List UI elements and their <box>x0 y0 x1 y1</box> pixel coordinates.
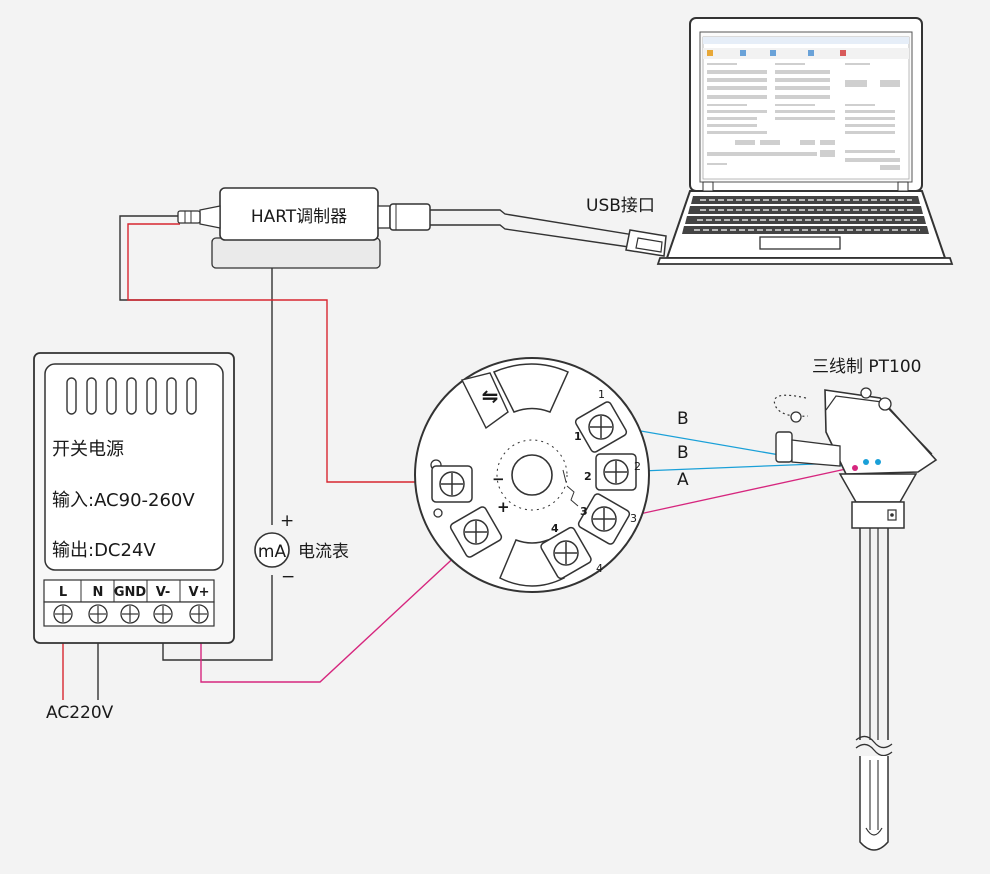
wire-v-plus-to-transmitter <box>200 537 476 683</box>
ammeter-minus: − <box>281 567 295 587</box>
usb-cable <box>430 209 641 249</box>
ammeter: mA + − 电流表 <box>254 511 349 587</box>
terminal-label-l: L <box>59 585 67 600</box>
terminal-3 <box>577 493 631 545</box>
terminal-4 <box>540 526 592 580</box>
terminal-1-inner-label: 1 <box>574 430 582 443</box>
terminal-minus <box>431 465 473 503</box>
wire-a <box>611 461 879 521</box>
wire-label-b2: B <box>677 443 689 463</box>
ammeter-plus: + <box>280 511 294 531</box>
terminal-label-v-plus: V+ <box>189 585 210 600</box>
transmitter-plus-label: + <box>497 498 510 516</box>
terminal-label-n: N <box>93 585 104 600</box>
usb-icon: ⇋ <box>482 384 499 408</box>
terminal-3-inner-label: 3 <box>580 505 588 518</box>
terminal-4-inner-label: 4 <box>551 522 559 535</box>
power-supply-input: 输入:AC90-260V <box>52 490 195 511</box>
ammeter-symbol: mA <box>258 542 287 562</box>
usb-label: USB接口 <box>586 196 655 216</box>
internal-resistor-icon <box>562 469 579 507</box>
ammeter-label: 电流表 <box>298 542 349 562</box>
wire-modem-black <box>119 215 180 301</box>
laptop <box>656 17 954 265</box>
terminal-1 <box>574 401 628 453</box>
terminal-2-outer-label: 2 <box>634 460 641 473</box>
terminal-2 <box>595 453 637 491</box>
terminal-label-v-minus: V- <box>156 585 171 600</box>
transmitter: ⇋ <box>414 357 650 593</box>
terminal-plus <box>449 506 503 558</box>
hart-modem: HART调制器 <box>177 187 431 269</box>
wire-ammeter-to-modem <box>271 228 376 525</box>
wire-label-a: A <box>677 470 689 490</box>
modem-label: HART调制器 <box>251 207 347 227</box>
sensor-label: 三线制 PT100 <box>812 357 922 377</box>
power-supply-title: 开关电源 <box>52 439 124 460</box>
wire-label-b1: B <box>677 409 689 429</box>
terminal-2-inner-label: 2 <box>584 470 592 483</box>
power-supply: 开关电源 输入:AC90-260V 输出:DC24V L N GND V- V+ <box>33 352 235 644</box>
keyboard <box>682 196 929 234</box>
terminal-block: L N GND V- V+ <box>43 579 215 627</box>
mains-label: AC220V <box>46 703 114 723</box>
vent-slots <box>66 377 197 415</box>
wire-modem-red <box>127 223 445 483</box>
power-supply-output: 输出:DC24V <box>52 540 156 561</box>
terminal-1-outer-label: 1 <box>598 388 605 401</box>
terminal-label-gnd: GND <box>114 585 147 600</box>
transmitter-minus-label: − <box>492 470 505 488</box>
usb-plug <box>625 229 667 257</box>
terminal-4-outer-label: 4 <box>596 562 603 575</box>
pt100-sensor <box>773 387 938 851</box>
terminal-3-outer-label: 3 <box>630 512 637 525</box>
